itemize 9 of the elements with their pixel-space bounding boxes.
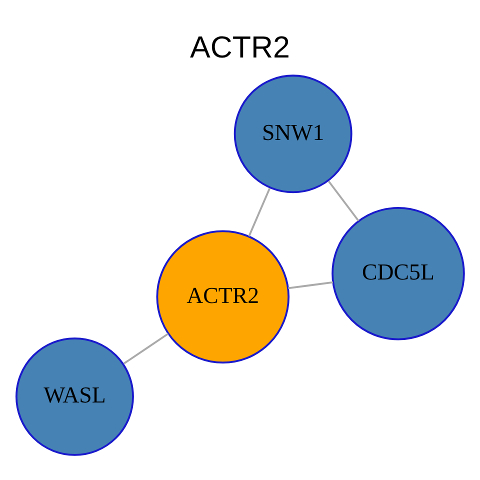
- connector: [288, 280, 334, 289]
- node-circle: WASL: [16, 336, 134, 456]
- node-circle: ACTR2: [156, 230, 290, 364]
- connector: [248, 187, 271, 236]
- node-circle: SNW1: [234, 74, 352, 193]
- connector: [124, 332, 169, 364]
- connector: [328, 180, 360, 221]
- node-circle: CDC5L: [332, 206, 465, 340]
- diagram-title: ACTR2: [190, 30, 290, 64]
